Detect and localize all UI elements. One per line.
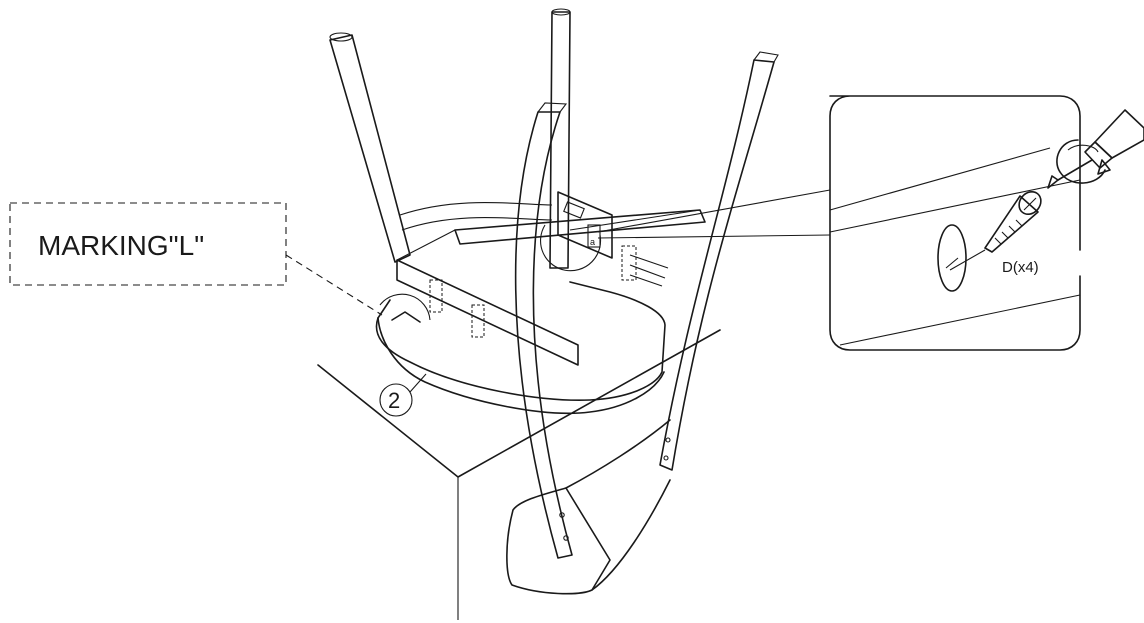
front-apron: [396, 209, 706, 366]
screw-icon: [949, 190, 1042, 271]
part-letter-label: a: [590, 237, 595, 247]
zoom-leader-lines: [597, 189, 831, 239]
marking-label: MARKING"L": [38, 230, 204, 261]
table-surface: [317, 329, 721, 620]
detail-circles: [379, 224, 602, 323]
detail-inset: [829, 95, 1081, 351]
back-leg-left: [329, 32, 411, 263]
chair-seat: [375, 281, 666, 415]
rotation-arrow-icon: [1056, 139, 1111, 184]
front-leg: [514, 102, 573, 559]
screw-position-markers: [429, 245, 637, 338]
step-number: 2: [388, 388, 400, 413]
chair-back-panel: [506, 419, 671, 595]
step-number-badge: 2: [379, 373, 427, 417]
back-leg-right: [659, 51, 779, 471]
back-leg-middle: [549, 8, 571, 269]
marking-label-box: MARKING"L": [9, 202, 383, 316]
screw-quantity-label: D(x4): [1002, 259, 1039, 276]
